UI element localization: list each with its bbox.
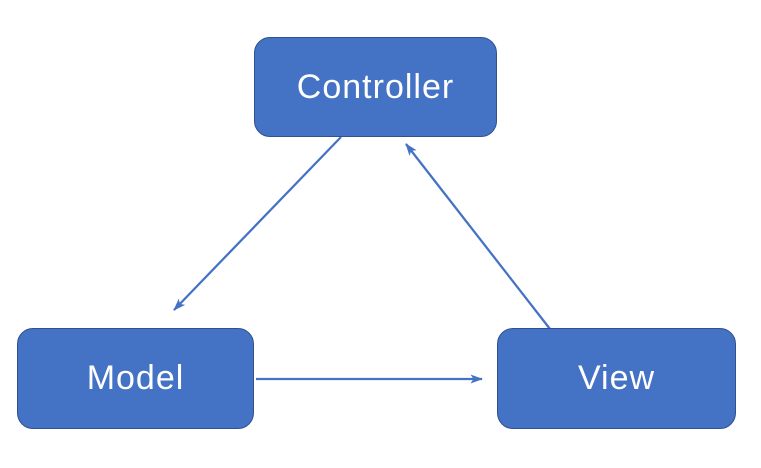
node-model: Model <box>17 328 254 429</box>
node-controller: Controller <box>254 37 497 137</box>
node-view-label: View <box>577 359 656 397</box>
node-model-label: Model <box>86 359 185 397</box>
node-controller-label: Controller <box>296 67 455 106</box>
node-view: View <box>497 328 736 429</box>
edge-controller-to-model <box>173 136 342 311</box>
edge-view-to-controller <box>405 143 551 330</box>
